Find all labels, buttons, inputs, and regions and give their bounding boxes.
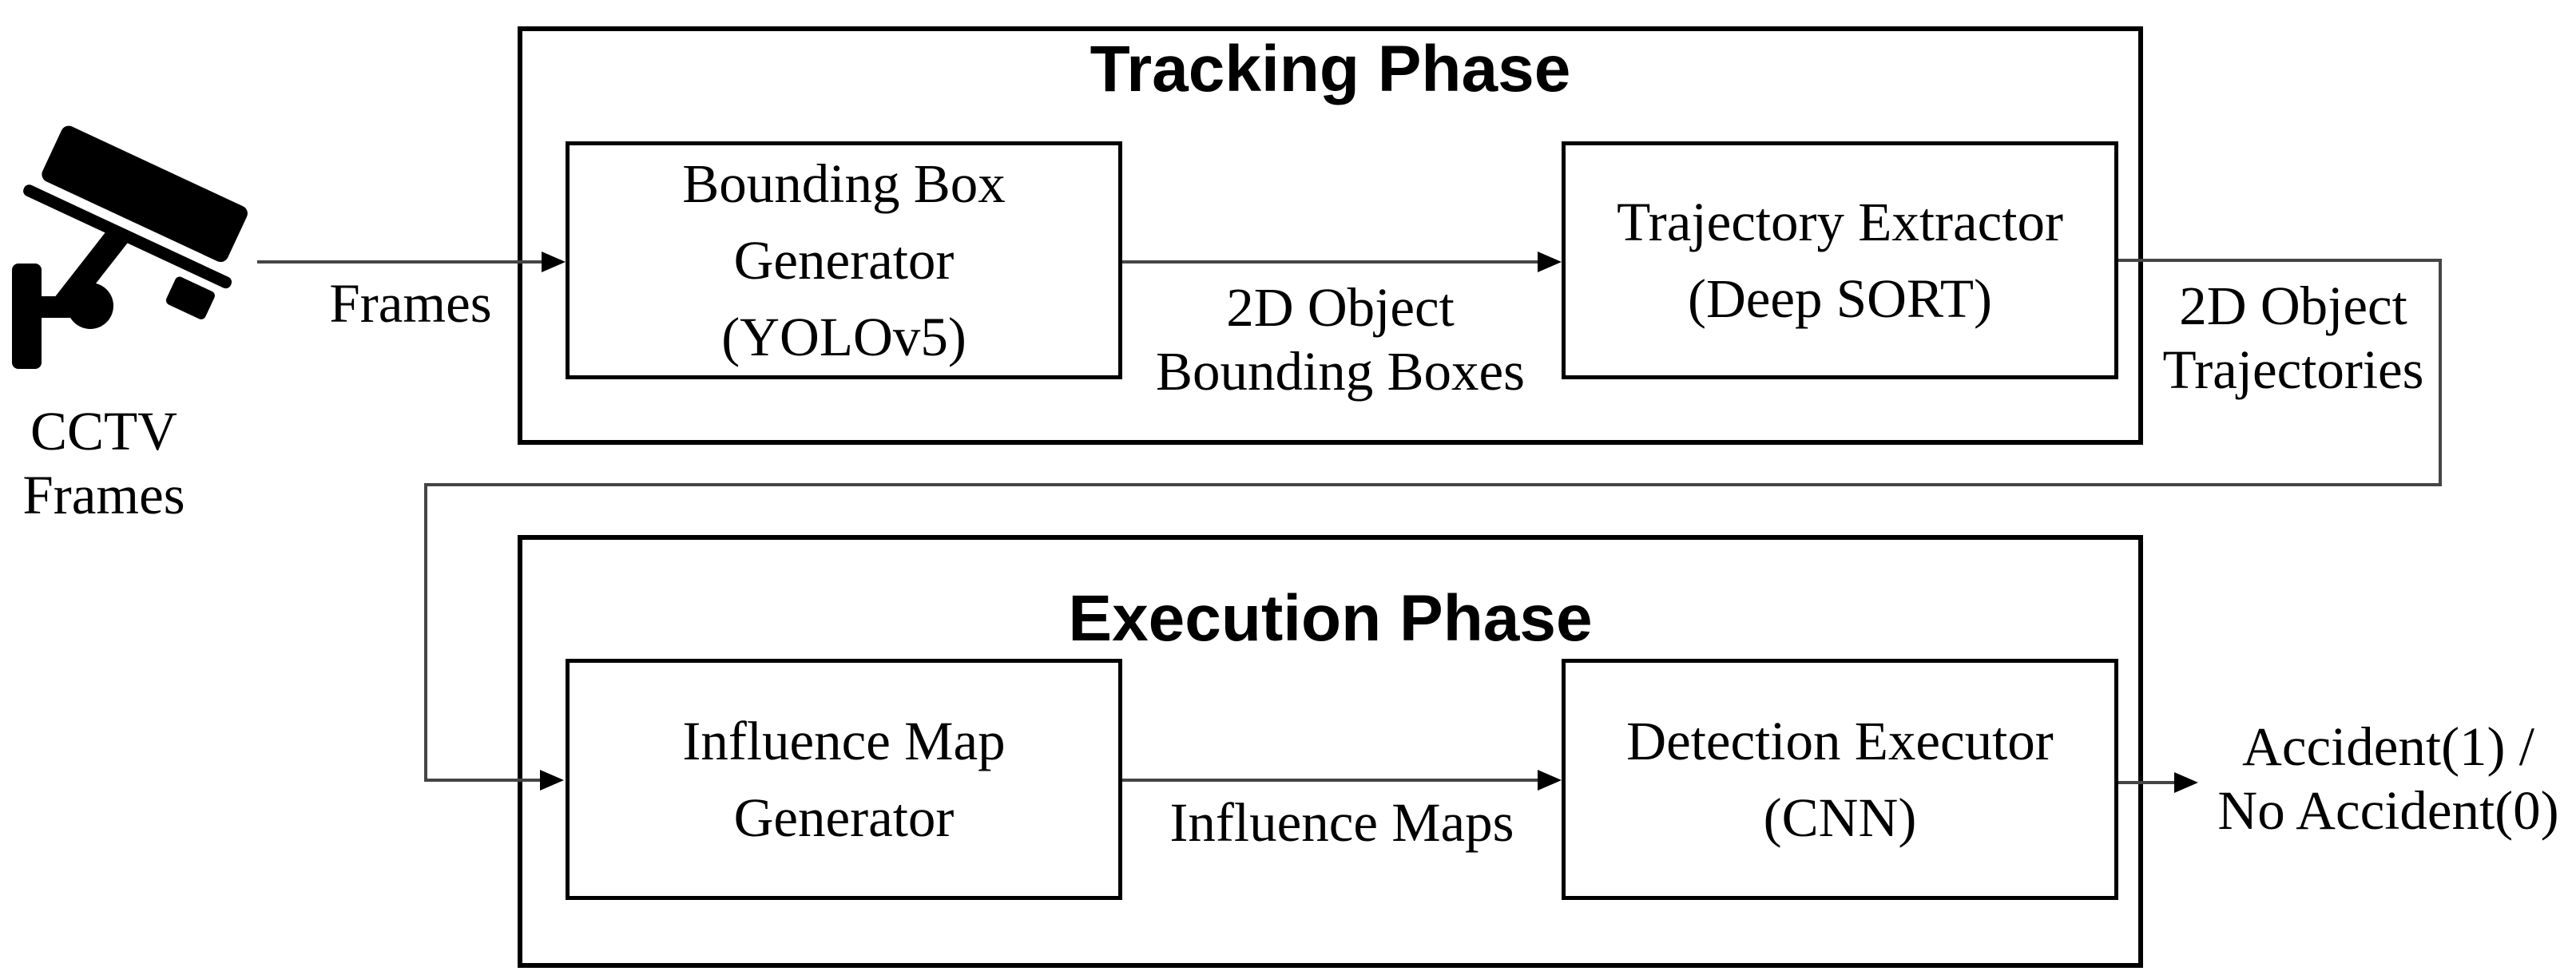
cctv-camera-icon <box>12 125 248 369</box>
node-label-line: (CNN) <box>1763 787 1917 848</box>
edge-label-line: Trajectories <box>2162 339 2424 400</box>
node-label-line: (YOLOv5) <box>721 307 966 367</box>
node-detection-executor: Detection Executor (CNN) <box>1562 659 2118 900</box>
output-label-line: No Accident(0) <box>2217 780 2559 841</box>
camera-joint <box>67 283 113 329</box>
edge-label-line: Bounding Boxes <box>1156 341 1525 402</box>
node-trajectory-extractor: Trajectory Extractor (Deep SORT) <box>1562 141 2118 379</box>
node-label-line: Influence Map <box>682 711 1006 771</box>
node-label-line: Generator <box>733 787 955 848</box>
camera-mount-arm <box>34 296 91 318</box>
camera-support-arm <box>54 225 129 313</box>
node-label-line: (Deep SORT) <box>1687 268 1993 329</box>
node-label-line: Generator <box>733 230 955 291</box>
source-label-line: CCTV <box>30 401 178 462</box>
output-label-line: Accident(1) / <box>2242 716 2534 777</box>
camera-lens <box>165 276 215 319</box>
node-label-line: Trajectory Extractor <box>1617 192 2063 252</box>
tracking-phase-title: Tracking Phase <box>1090 33 1571 105</box>
edge-label-line: 2D Object <box>1226 277 1455 338</box>
arrowhead-output <box>2174 772 2198 793</box>
output-label-accident: Accident(1) / No Accident(0) <box>2205 715 2572 842</box>
edge-label-frames: Frames <box>329 273 492 334</box>
node-influence-map-generator: Influence Map Generator <box>566 659 1122 900</box>
edge-label-line: 2D Object <box>2179 275 2407 336</box>
camera-body <box>42 125 248 263</box>
node-label-line: Bounding Box <box>682 153 1006 214</box>
cctv-frames-source-label: CCTV Frames <box>0 399 208 527</box>
execution-phase-title: Execution Phase <box>1068 582 1593 655</box>
camera-wall-mount <box>12 264 42 369</box>
node-label-line: Detection Executor <box>1626 711 2054 771</box>
source-label-line: Frames <box>22 465 185 525</box>
edge-label-2d-object-bounding-boxes: 2D Object Bounding Boxes <box>1121 275 1560 403</box>
edge-label-2d-object-trajectories: 2D Object Trajectories <box>2143 274 2443 402</box>
edge-label-influence-maps: Influence Maps <box>1169 792 1514 853</box>
camera-visor <box>23 184 232 289</box>
node-bounding-box-generator: Bounding Box Generator (YOLOv5) <box>566 141 1122 379</box>
